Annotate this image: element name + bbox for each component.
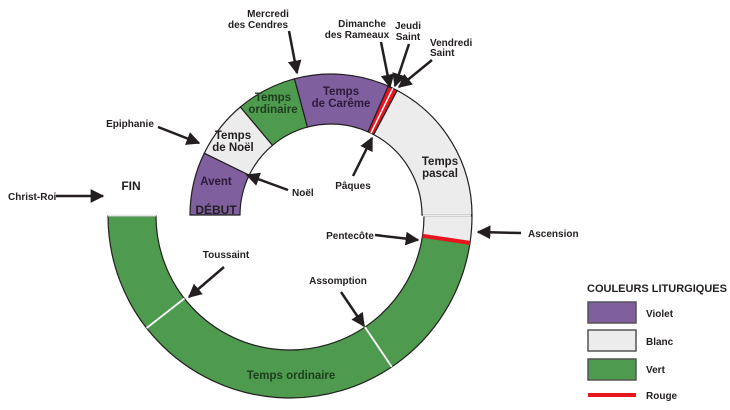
svg-text:Jeudi: Jeudi [395, 21, 421, 32]
assomption-marker-line [364, 326, 393, 368]
arrow-icon [339, 291, 366, 328]
fin-label: FIN [121, 179, 140, 193]
pentecote-red-line [422, 233, 471, 245]
arrow-icon [351, 136, 374, 177]
legend-item-vert: Vert [587, 358, 666, 381]
arrow-icon [476, 225, 522, 240]
annotation-mercredi-des-cendres: Mercredi des Cendres [228, 9, 302, 75]
svg-text:Noël: Noël [292, 188, 314, 199]
svg-text:Ascension: Ascension [528, 229, 579, 240]
arrow-icon [157, 125, 201, 145]
arrow-icon [392, 43, 411, 88]
legend-title: COULEURS LITURGIQUES [587, 283, 727, 295]
legend-swatch-violet [587, 301, 637, 324]
svg-text:Dimanche: Dimanche [338, 19, 386, 30]
annotation-noel: Noël [245, 172, 314, 199]
svg-text:Saint: Saint [430, 48, 455, 59]
legend-item-violet: Violet [587, 301, 674, 324]
arrow-icon [374, 231, 420, 246]
legend-item-rouge: Rouge [588, 391, 678, 402]
svg-text:Mercredi: Mercredi [247, 9, 289, 20]
segment-temps-pascal-upper [372, 89, 473, 216]
legend-item-blanc: Blanc [587, 329, 674, 352]
legend-swatch-blanc [587, 329, 637, 352]
svg-text:des Rameaux: des Rameaux [325, 30, 390, 41]
label-temps-ordinaire-2: Temps ordinaire [247, 370, 336, 382]
svg-text:Christ-Roi: Christ-Roi [8, 192, 57, 203]
annotation-line: des Cendres [228, 20, 288, 31]
annotation-epiphanie: Epiphanie [106, 119, 201, 145]
annotation-pentecote: Pentecôte [326, 231, 420, 246]
svg-text:Toussaint: Toussaint [203, 250, 250, 261]
semaine-sainte-gap [370, 87, 394, 134]
svg-text:Vendredi: Vendredi [430, 38, 472, 49]
svg-text:des Cendres: des Cendres [228, 20, 288, 31]
liturgical-ring [107, 73, 473, 399]
svg-text:Pâques: Pâques [335, 181, 371, 192]
arrow-icon [187, 266, 225, 298]
svg-text:Violet: Violet [646, 309, 674, 320]
svg-text:Rouge: Rouge [646, 391, 678, 402]
annotation-assomption: Assomption [309, 276, 367, 328]
segment-temps-ordinaire-2 [107, 215, 471, 399]
arrow-icon [397, 59, 433, 88]
svg-text:Vert: Vert [646, 365, 666, 376]
annotation-christ-roi: Christ-Roi [8, 189, 105, 203]
svg-text:Epiphanie: Epiphanie [106, 119, 154, 130]
svg-text:Saint: Saint [396, 32, 421, 43]
annotation-jeudi-saint: Jeudi Saint [392, 21, 421, 88]
svg-text:Pentecôte: Pentecôte [326, 231, 374, 242]
label-avent: Avent [200, 176, 232, 188]
annotation-vendredi-saint: Vendredi Saint [397, 38, 472, 88]
annotation-ascension: Ascension [476, 225, 579, 240]
legend-swatch-vert [587, 358, 637, 381]
arrow-icon [379, 41, 395, 89]
debut-label: DÉBUT [195, 202, 237, 217]
annotation-toussaint: Toussaint [187, 250, 250, 298]
annotation-dimanche-des-rameaux: Dimanche des Rameaux [325, 19, 395, 89]
arrow-icon [245, 172, 289, 192]
annotation-line: Mercredi [247, 9, 289, 20]
svg-text:Assomption: Assomption [309, 276, 367, 287]
legend: COULEURS LITURGIQUES Violet Blanc Vert R… [587, 283, 727, 402]
svg-text:Blanc: Blanc [646, 337, 674, 348]
toussaint-marker-line [146, 297, 185, 329]
annotation-paques: Pâques [335, 136, 374, 192]
arrow-icon [287, 30, 302, 75]
